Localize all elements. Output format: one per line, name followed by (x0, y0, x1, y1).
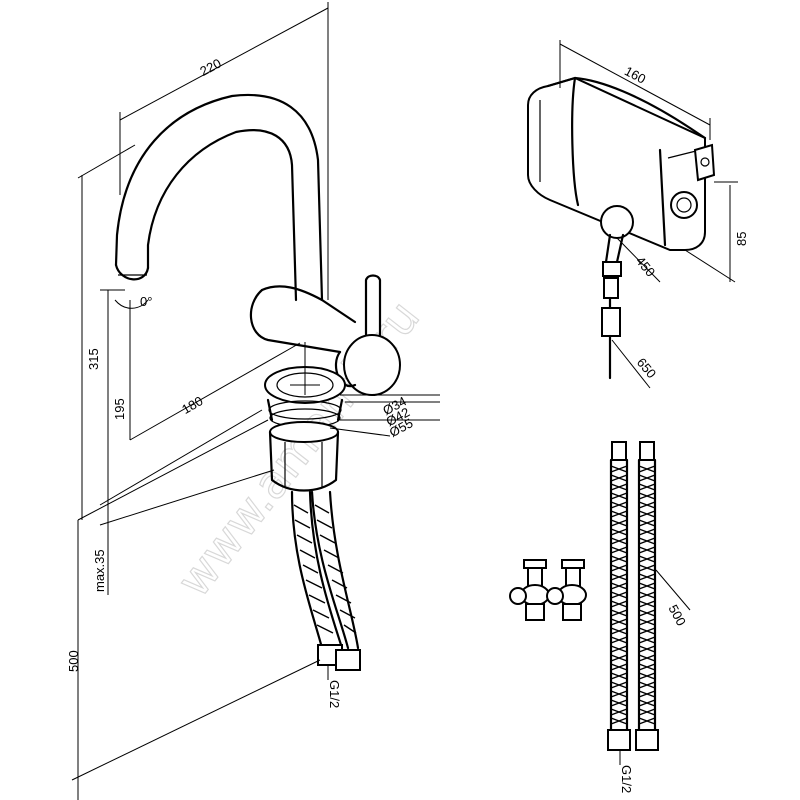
lever-handle (364, 274, 382, 347)
dim-500-label: 500 (66, 650, 81, 672)
valve-1-cap (523, 559, 547, 569)
swivel-arc (114, 299, 149, 309)
valve-2-outlet (546, 587, 564, 605)
valve-2-cap (561, 559, 585, 569)
cable-plug-1 (602, 261, 622, 277)
shank-thread-1 (268, 400, 342, 420)
hose-fitting-right (335, 649, 361, 671)
hose-right (310, 490, 360, 650)
angle-valve-1 (509, 559, 550, 621)
spare-hose-1-nut (607, 729, 631, 751)
spare-hose-2-top (639, 441, 655, 461)
fixing-nut-top (269, 421, 339, 443)
spout-inner (146, 129, 298, 302)
shank-sides (266, 398, 344, 422)
swivel-angle-label: 0° (140, 294, 152, 309)
dim-160-line (559, 43, 711, 126)
dim-hose-500-label: 500 (666, 602, 689, 628)
dim-315-label: 315 (86, 348, 101, 370)
dim-220-label: 220 (197, 55, 223, 78)
control-box-drawing (527, 76, 716, 380)
box-knob (670, 191, 698, 219)
valve-1-nut (525, 603, 545, 621)
thread-label-hoses: G1/2 (619, 765, 634, 793)
dim-85-ext-bottom (684, 249, 736, 283)
dim-650-label: 650 (634, 355, 659, 381)
dim-220-line (119, 7, 329, 121)
dim-450-leader (616, 237, 661, 283)
cable-connector (600, 205, 634, 239)
spare-hose-2 (637, 458, 657, 732)
box-seam (571, 76, 580, 207)
hose-left (290, 490, 344, 650)
thread-label-faucet: G1/2 (327, 680, 342, 708)
body-front (249, 288, 342, 354)
spare-hose-1 (609, 458, 629, 732)
counter-bottom-ext (99, 469, 275, 526)
spare-hose-braid (610, 465, 656, 725)
spare-hose-2-nut (635, 729, 659, 751)
dim-d55-ext (329, 427, 391, 437)
fixing-nut-body (268, 430, 340, 492)
body-top (260, 285, 357, 324)
dim-hose-500-leader (655, 569, 691, 611)
dim-180-line (129, 342, 301, 441)
dim-500-ext (71, 659, 321, 781)
spout-outer (114, 93, 324, 302)
dim-195-label: 195 (112, 398, 127, 420)
dim-max35-label: max.35 (92, 549, 107, 592)
dim-315-ext-top (77, 144, 136, 179)
mounting-tab (693, 143, 716, 182)
valve-1-outlet (509, 587, 527, 605)
dim-160-label: 160 (622, 63, 648, 86)
box-top-edge (546, 76, 707, 140)
counter-ext-line (77, 419, 269, 521)
box-front-edge (658, 148, 667, 247)
cable-plug-2 (603, 277, 619, 299)
dim-85-label: 85 (734, 232, 749, 246)
dim-180-label: 180 (179, 393, 205, 417)
faucet-drawing (114, 93, 401, 671)
base-ext-line (99, 409, 263, 506)
angle-valve-2 (546, 559, 587, 621)
spare-hoses (607, 441, 659, 751)
faucet-dimensions: 220 315 195 0° 180 max.35 500 Ø34 Ø42 Ø (66, 2, 440, 800)
box-knob-inner (676, 197, 692, 213)
valve-2-nut (562, 603, 582, 621)
cable-plug-3 (601, 307, 621, 337)
spare-hose-1-top (611, 441, 627, 461)
dim-650-leader (611, 339, 651, 389)
spout-tip (114, 263, 150, 281)
angle-valves (509, 559, 587, 621)
cable-stub (604, 233, 625, 264)
hose-braid (293, 504, 357, 634)
mounting-hole (700, 157, 710, 167)
